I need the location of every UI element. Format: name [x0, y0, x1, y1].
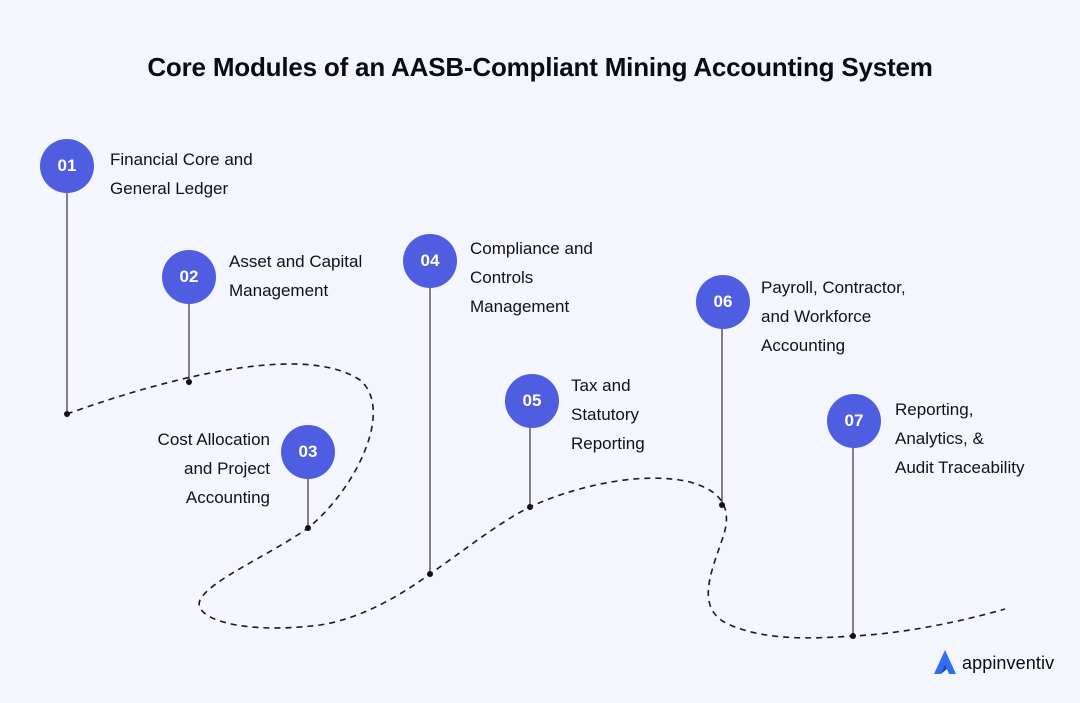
step-01-pin-dot — [64, 411, 70, 417]
step-02-label: Asset and Capital Management — [229, 252, 363, 300]
step-06-number-badge: 06 — [696, 275, 750, 329]
step-07-number-badge: 07 — [827, 394, 881, 448]
step-05-pin-dot — [527, 504, 533, 510]
step-03-number-badge: 03 — [281, 425, 335, 479]
step-05-label: Tax and Statutory Reporting — [571, 376, 645, 453]
step-06-label: Payroll, Contractor, and Workforce Accou… — [761, 278, 906, 355]
step-02-pin-dot — [186, 379, 192, 385]
step-04-pin-dot — [427, 571, 433, 577]
step-02-number-badge: 02 — [162, 250, 216, 304]
step-03-label: Cost Allocation and Project Accounting — [157, 430, 270, 507]
step-05-number-badge: 05 — [505, 374, 559, 428]
step-03-pin-dot — [305, 525, 311, 531]
step-01-number-badge: 01 — [40, 139, 94, 193]
road-dashed-curve — [66, 363, 1006, 639]
appinventiv-logo-icon — [934, 650, 956, 674]
step-04-label: Compliance and Controls Management — [470, 239, 593, 316]
step-01-label: Financial Core and General Ledger — [110, 150, 253, 198]
step-07-label: Reporting, Analytics, & Audit Traceabili… — [895, 400, 1025, 477]
step-06-pin-dot — [719, 502, 725, 508]
page-title: Core Modules of an AASB-Compliant Mining… — [147, 52, 933, 82]
brand-name: appinventiv — [962, 652, 1055, 673]
step-04-number-badge: 04 — [403, 234, 457, 288]
step-07-pin-dot — [850, 633, 856, 639]
brand-logo: appinventiv — [932, 648, 1054, 678]
